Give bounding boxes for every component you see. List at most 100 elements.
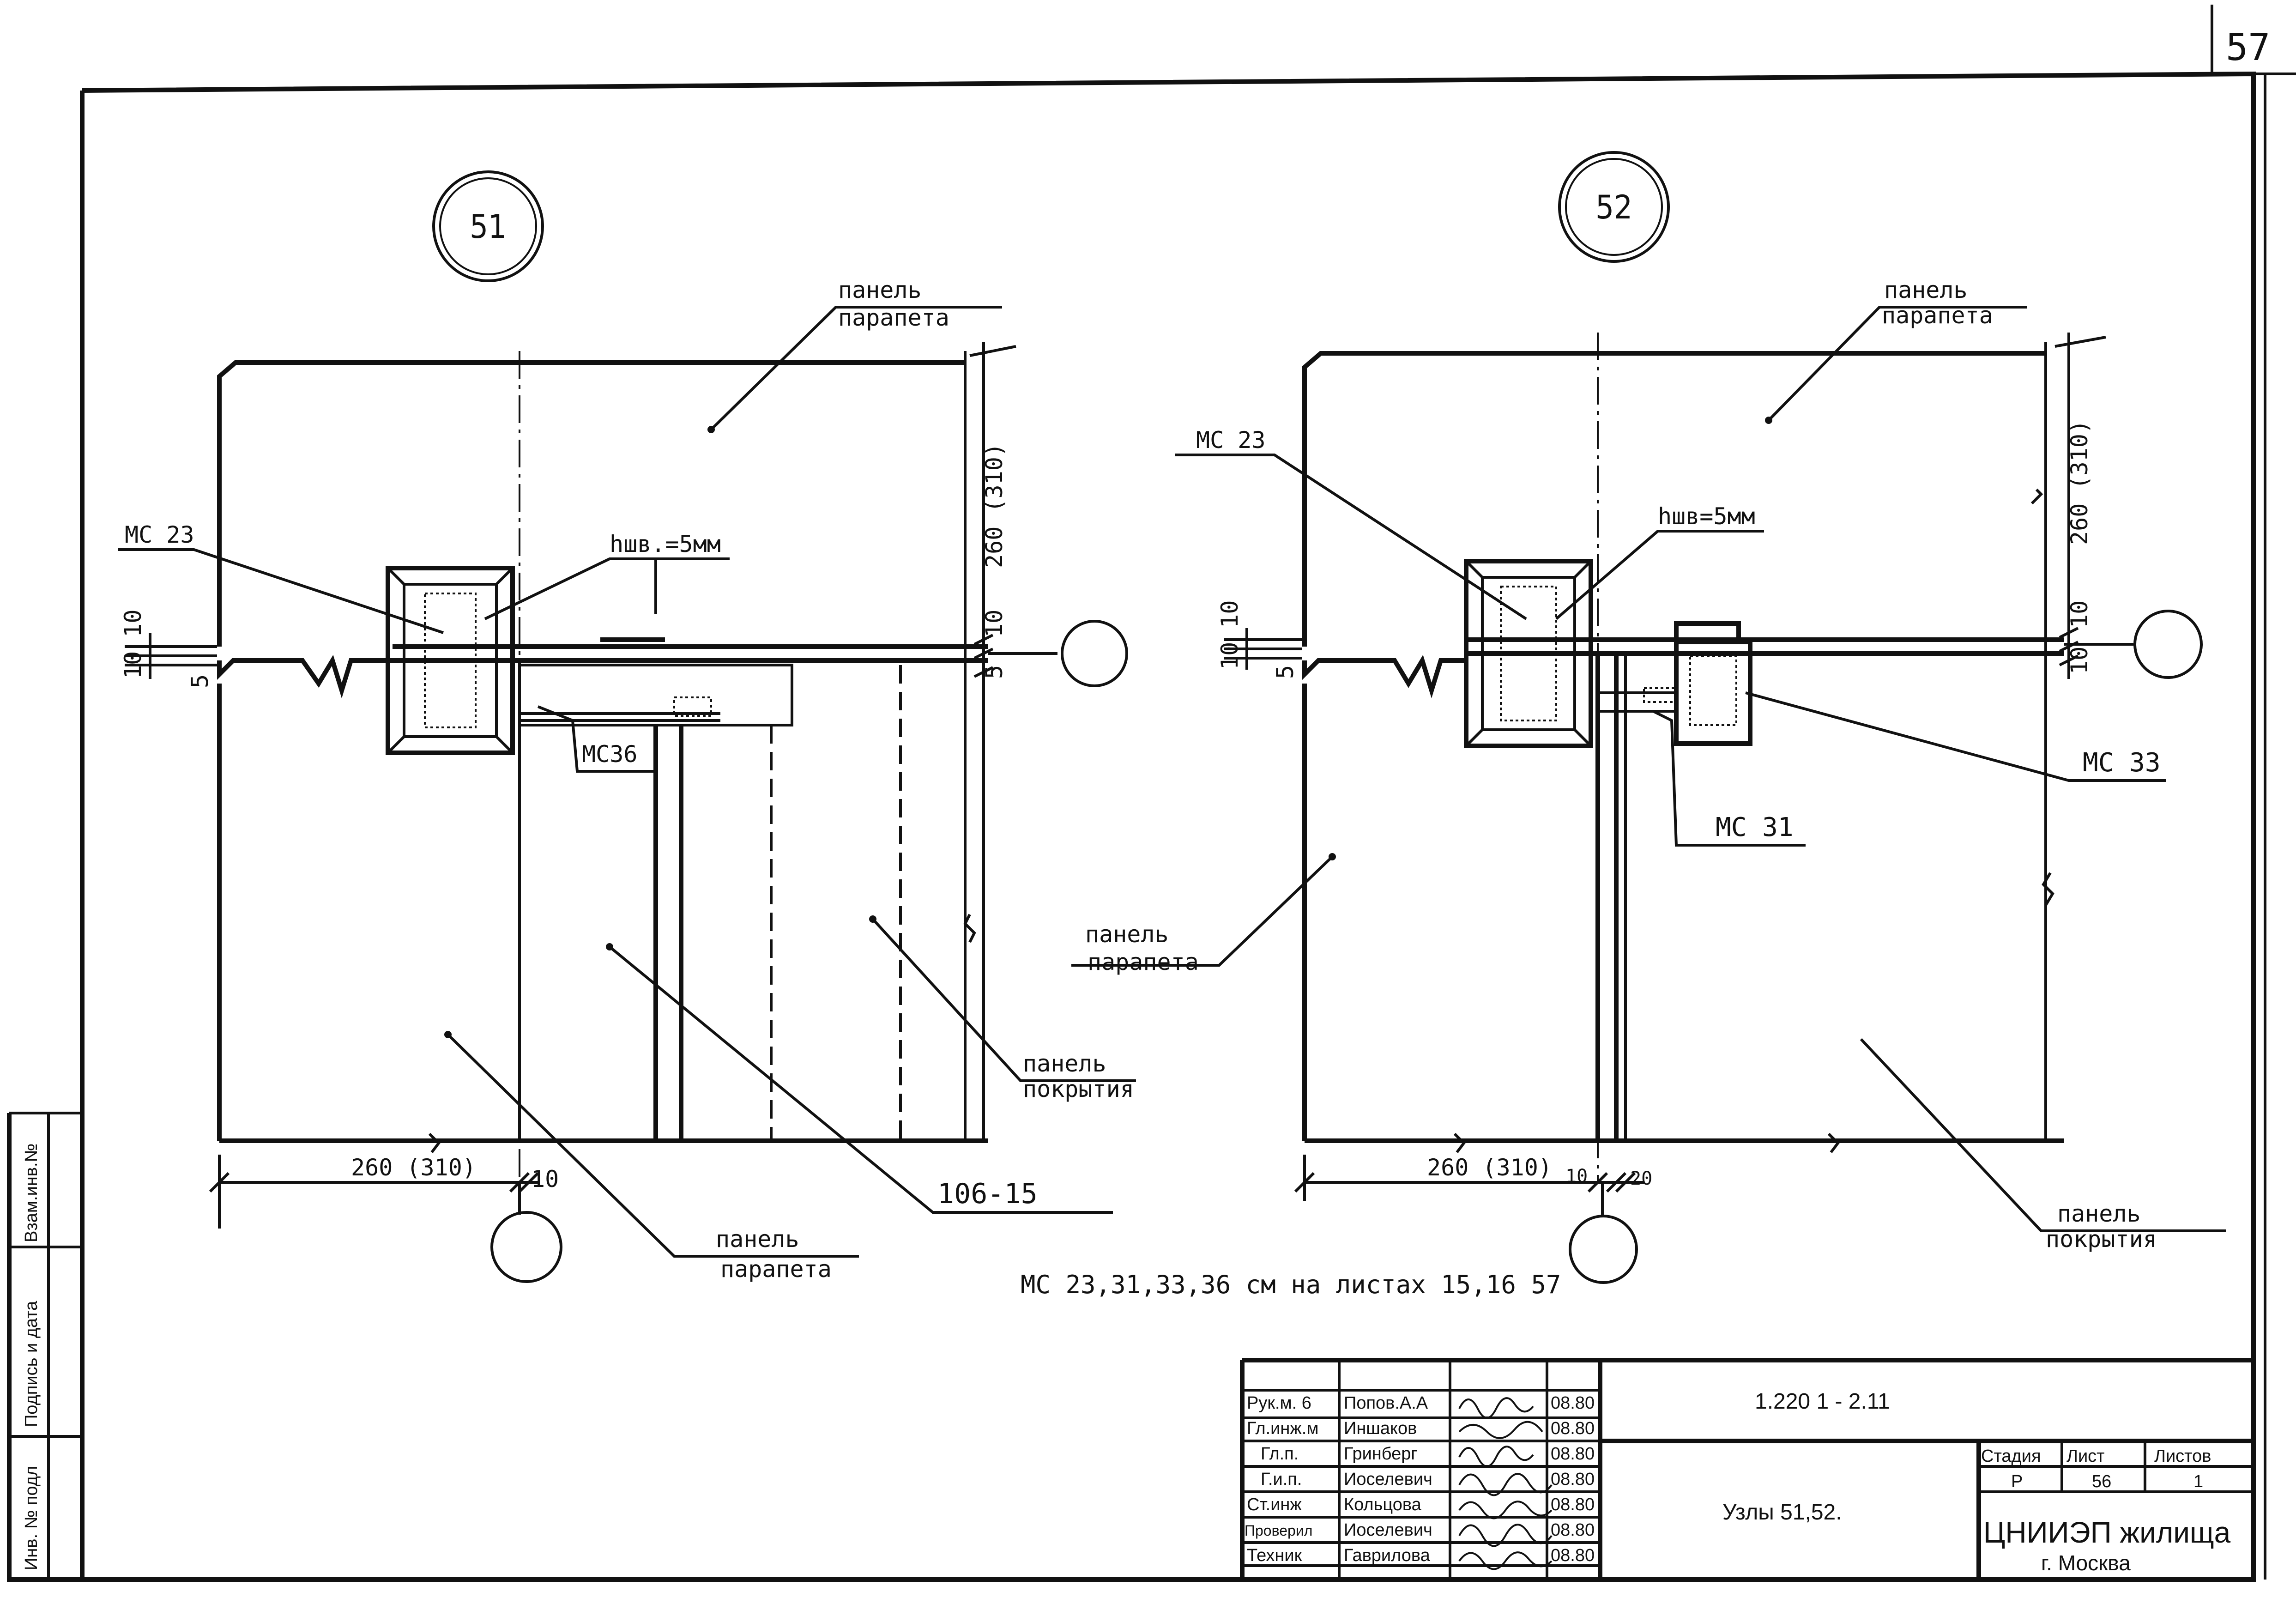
node-52-label-weld: hшв=5мм <box>1658 503 1755 530</box>
node-52-dim-vertical-10b: 10 <box>2066 647 2093 674</box>
node-52-circle <box>1558 151 1670 263</box>
node-52-label-parapet-top-2: парапета <box>1882 302 1993 329</box>
node-51-dim-vertical-10: 10 <box>981 610 1008 637</box>
tb-sheets-value: 1 <box>2193 1472 2203 1491</box>
node-51-label-panel-roof-1: панель <box>1023 1050 1106 1077</box>
node-52-dim-left-1010: 10 10 <box>1216 600 1243 670</box>
node-52-label-parapet-left-1: панель <box>1085 921 1169 948</box>
node-51-leader-parapet-bottom <box>447 1033 859 1258</box>
node-52-leader-mc23 <box>1175 454 1527 620</box>
signature-row4 <box>1458 1501 1553 1519</box>
tb-row6-date: 08.80 <box>1551 1546 1595 1565</box>
node-52-dim-left-5: 5 <box>1272 665 1299 679</box>
tb-row4-date: 08.80 <box>1551 1495 1595 1514</box>
node-52-label-mc33: МС 33 <box>2083 748 2161 778</box>
node-52-dim-horizontal-20: 20 <box>1630 1168 1652 1189</box>
node-52-plate-mc23-outer <box>1464 559 1593 748</box>
node-51-dim-vertical-260: 260 (310) <box>981 443 1008 568</box>
tb-sheet-value: 56 <box>2092 1472 2111 1491</box>
node-51-label-mc23: МС 23 <box>125 521 194 548</box>
side-stamp: Инв. № подл Подпись и дата Взам.инв.№ <box>9 1112 82 1580</box>
node-51-dim-left-1010: 10 10 <box>120 609 146 679</box>
node-52-label-parapet-top-1: панель <box>1884 277 1968 303</box>
tb-row6-role: Техник <box>1247 1546 1302 1565</box>
tb-row5-date: 08.80 <box>1551 1520 1595 1540</box>
node-51-label-panel-roof-2: покрытия <box>1023 1076 1134 1102</box>
node-51-drawing: 51 <box>118 170 1136 1283</box>
tb-stage-value: Р <box>2011 1472 2023 1491</box>
signature-row5 <box>1458 1524 1553 1547</box>
node-51-label-parapet-bottom-2: парапета <box>720 1256 832 1283</box>
title-block: Рук.м. 6 Попов.А.А 08.80 Гл.инж.м Иншако… <box>1240 1358 2254 1580</box>
node-52-label-parapet-left-2: парапета <box>1088 949 1199 975</box>
tb-row0-role: Рук.м. 6 <box>1247 1393 1311 1413</box>
node-51-label-parapet-top-1: панель <box>838 277 922 303</box>
tb-row2-date: 08.80 <box>1551 1444 1595 1464</box>
node-52-leader-parapet-left <box>1071 855 1334 967</box>
node-51-label-parapet-top-2: парапета <box>838 304 949 331</box>
node-51-leader-parapet-top <box>710 306 1002 431</box>
node-51-number: 51 <box>470 208 507 246</box>
tb-row1-date: 08.80 <box>1551 1419 1595 1438</box>
signature-row0 <box>1458 1397 1534 1419</box>
signature-row3 <box>1458 1473 1553 1496</box>
node-51-label-weld: hшв.=5мм <box>610 531 721 557</box>
signature-row2 <box>1458 1446 1534 1467</box>
node-52-label-mc31: МС 31 <box>1716 812 1794 842</box>
node-51-axis-marker-right <box>1061 620 1128 687</box>
tb-row2-name: Гринберг <box>1344 1444 1417 1464</box>
tb-row0-name: Попов.А.А <box>1344 1393 1428 1413</box>
tb-sheet-header: Лист <box>2066 1447 2105 1466</box>
tb-row3-date: 08.80 <box>1551 1470 1595 1489</box>
node-52-leader-panel-roof <box>1860 1038 2226 1232</box>
side-stamp-inv: Инв. № подл <box>22 1466 41 1570</box>
side-stamp-replace: Взам.инв.№ <box>22 1144 41 1242</box>
tb-row4-name: Кольцова <box>1344 1495 1422 1514</box>
node-51-plate-mc23-outer <box>386 566 515 755</box>
node-52-label-mc23: МС 23 <box>1196 427 1266 454</box>
node-51-label-mc36: МС36 <box>582 741 637 768</box>
node-52-dim-horizontal-260: 260 (310) <box>1427 1154 1552 1181</box>
tb-sheets-header: Листов <box>2154 1447 2211 1466</box>
node-52-dim-vertical-260: 260 (310) <box>2066 420 2093 545</box>
node-52-axis-marker-right <box>2133 610 2203 679</box>
node-52-leader-parapet-top <box>1767 306 2027 422</box>
tb-stage-header: Стадия <box>1981 1447 2041 1466</box>
node-51-leader-panel-roof <box>871 918 1136 1082</box>
tb-row6-name: Гаврилова <box>1344 1546 1431 1565</box>
node-51-dim-vertical-5: 5 <box>981 665 1008 679</box>
node-52-leader-mc31 <box>1652 710 1806 847</box>
tb-row5-name: Иоселевич <box>1344 1520 1432 1540</box>
node-51-axis-marker-bottom <box>490 1211 562 1283</box>
tb-row2-role: Гл.п. <box>1261 1444 1299 1464</box>
tb-city: г. Москва <box>2041 1551 2131 1575</box>
side-stamp-sign: Подпись и дата <box>22 1301 41 1427</box>
tb-row1-role: Гл.инж.м <box>1247 1419 1319 1438</box>
tb-organization: ЦНИИЭП жилища <box>1983 1516 2231 1549</box>
tb-row0-date: 08.80 <box>1551 1393 1595 1413</box>
node-52-label-panel-roof-1: панель <box>2057 1200 2141 1227</box>
tb-row4-role: Ст.инж <box>1247 1495 1302 1514</box>
node-51-leader-mc36 <box>537 705 656 773</box>
node-52-label-panel-roof-2: покрытия <box>2046 1226 2157 1253</box>
node-51-circle <box>432 170 544 282</box>
node-52-axis-marker-bottom <box>1569 1215 1638 1284</box>
tb-row3-role: Г.и.п. <box>1261 1470 1302 1489</box>
node-51-leader-weld <box>484 557 730 620</box>
node-52-plate-mc33 <box>1674 640 1752 746</box>
tb-row5-role: Проверил <box>1245 1522 1312 1539</box>
note-mc-references: МС 23,31,33,36 см на листах 15,16 57 <box>1021 1270 1561 1299</box>
node-52-drawing: 52 <box>1071 151 2226 1284</box>
tb-document-code: 1.220 1 - 2.11 <box>1755 1389 1890 1414</box>
node-51-dim-left-5: 5 <box>187 674 213 688</box>
node-52-number: 52 <box>1595 188 1632 226</box>
node-51-leader-106-15 <box>609 945 1113 1214</box>
node-52-leader-mc33 <box>1745 691 2166 782</box>
sheet-number-box: 57 <box>2211 5 2296 75</box>
signature-row1 <box>1458 1421 1543 1439</box>
tb-document-title: Узлы 51,52. <box>1722 1500 1842 1525</box>
node-51-label-106-15: 106-15 <box>937 1178 1038 1210</box>
signature-row6 <box>1458 1551 1553 1570</box>
sheet-number: 57 <box>2226 26 2270 69</box>
